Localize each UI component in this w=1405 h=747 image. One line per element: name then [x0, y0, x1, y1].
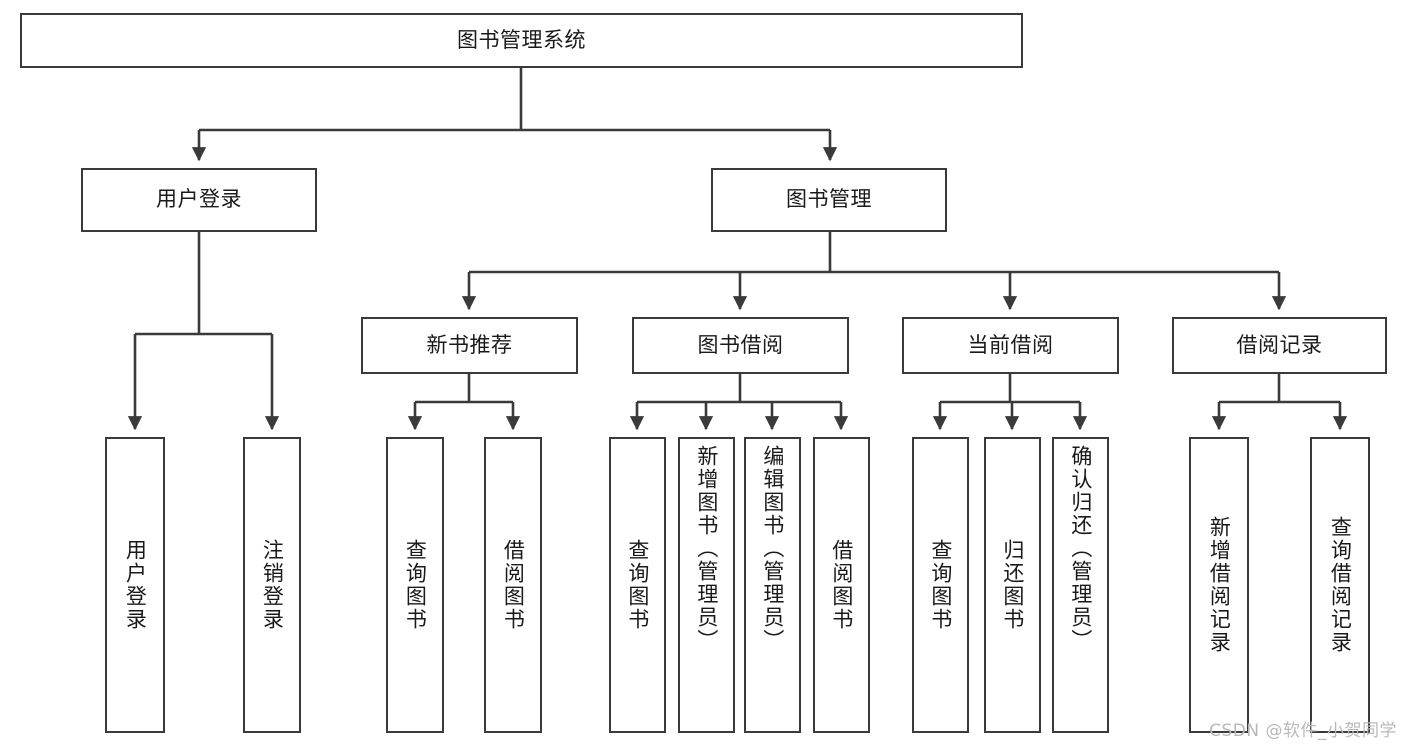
- node-label: 新书推荐: [426, 332, 513, 357]
- node-label: 用户登录: [156, 187, 242, 212]
- node-leaf-confirm-return-admin[interactable]: 确认归还（管理员）: [1052, 437, 1109, 733]
- node-label: 借阅图书: [829, 539, 854, 631]
- node-label: 确认归还（管理员）: [1068, 445, 1093, 652]
- node-leaf-user-login[interactable]: 用户登录: [105, 437, 165, 733]
- node-label: 查询借阅记录: [1328, 516, 1353, 654]
- node-label: 归还图书: [1000, 539, 1025, 631]
- node-book-borrowing[interactable]: 图书借阅: [632, 317, 849, 374]
- node-leaf-logout[interactable]: 注销登录: [243, 437, 301, 733]
- node-leaf-add-borrow-record[interactable]: 新增借阅记录: [1189, 437, 1249, 733]
- node-leaf-query-borrow-record[interactable]: 查询借阅记录: [1310, 437, 1370, 733]
- node-label: 图书管理: [786, 187, 872, 212]
- node-label: 用户登录: [123, 539, 148, 631]
- node-leaf-return-books[interactable]: 归还图书: [984, 437, 1041, 733]
- node-leaf-query-books-borrow[interactable]: 查询图书: [609, 437, 666, 733]
- node-borrowing-records[interactable]: 借阅记录: [1172, 317, 1387, 374]
- node-label: 图书借阅: [697, 332, 784, 357]
- node-book-management[interactable]: 图书管理: [711, 168, 947, 232]
- node-current-borrowing[interactable]: 当前借阅: [902, 317, 1119, 374]
- node-leaf-query-books-recommend[interactable]: 查询图书: [386, 437, 444, 733]
- node-label: 借阅图书: [501, 539, 526, 631]
- node-label: 新增图书（管理员）: [694, 445, 719, 652]
- node-leaf-borrow-books[interactable]: 借阅图书: [813, 437, 870, 733]
- node-leaf-query-books-current[interactable]: 查询图书: [912, 437, 969, 733]
- node-label: 图书管理系统: [457, 27, 586, 52]
- node-label: 查询图书: [625, 539, 650, 631]
- node-leaf-add-book-admin[interactable]: 新增图书（管理员）: [678, 437, 735, 733]
- node-label: 查询图书: [928, 539, 953, 631]
- node-new-book-recommendation[interactable]: 新书推荐: [361, 317, 578, 374]
- node-root-book-management-system[interactable]: 图书管理系统: [20, 13, 1023, 68]
- node-leaf-borrow-books-recommend[interactable]: 借阅图书: [484, 437, 542, 733]
- node-label: 查询图书: [403, 539, 428, 631]
- node-label: 注销登录: [260, 539, 285, 631]
- node-label: 借阅记录: [1236, 332, 1323, 357]
- node-label: 新增借阅记录: [1207, 516, 1232, 654]
- node-user-login[interactable]: 用户登录: [81, 168, 317, 232]
- node-leaf-edit-book-admin[interactable]: 编辑图书（管理员）: [744, 437, 801, 733]
- node-label: 编辑图书（管理员）: [760, 445, 785, 652]
- watermark-text: CSDN @软件_小贺同学: [1209, 721, 1397, 741]
- node-label: 当前借阅: [967, 332, 1054, 357]
